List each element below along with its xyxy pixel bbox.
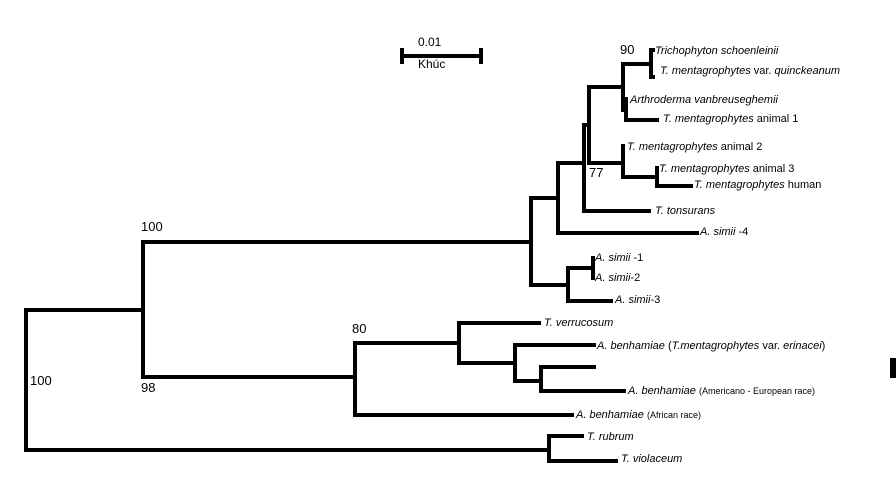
edge-marker bbox=[890, 358, 896, 378]
taxon-label: T. mentagrophytes human bbox=[694, 179, 821, 191]
taxon-label: T. mentagrophytes animal 2 bbox=[627, 141, 762, 153]
taxon-label: A. benhamiae (African race) bbox=[575, 409, 701, 421]
taxon-label: T. rubrum bbox=[587, 431, 634, 443]
taxon-label: A. benhamiae (Americano - European race) bbox=[627, 385, 815, 397]
bootstrap-verrucosum-group: 80 bbox=[352, 321, 366, 336]
scale-bar-label: Khúc bbox=[418, 57, 445, 71]
bootstrap-benhamiae-clade: 98 bbox=[141, 380, 155, 395]
tree-branches bbox=[24, 48, 699, 463]
bootstrap-main-clade: 100 bbox=[141, 219, 163, 234]
taxon-label: T. mentagrophytes animal 3 bbox=[659, 163, 794, 175]
scale-bar-value: 0.01 bbox=[418, 35, 442, 49]
taxon-label: Trichophyton schoenleinii bbox=[655, 45, 779, 57]
taxon-label: A. simii -4 bbox=[699, 226, 748, 238]
taxon-label: T. mentagrophytes var. quinckeanum bbox=[660, 65, 840, 77]
taxon-label: A. benhamiae (T.mentagrophytes var. erin… bbox=[596, 340, 825, 352]
taxon-label: T. verrucosum bbox=[544, 317, 613, 329]
taxon-label: Arthroderma vanbreuseghemii bbox=[629, 94, 779, 106]
taxon-label: A. simii -1 bbox=[594, 252, 643, 264]
scale-bar: 0.01 Khúc bbox=[400, 35, 483, 71]
taxon-label: T. mentagrophytes animal 1 bbox=[663, 113, 798, 125]
taxon-labels: Trichophyton schoenleinii T. mentagrophy… bbox=[544, 45, 840, 465]
bootstrap-root: 100 bbox=[30, 373, 52, 388]
taxon-label: T. violaceum bbox=[621, 453, 682, 465]
taxon-label: A. simii-3 bbox=[614, 294, 660, 306]
bootstrap-values: 100 100 98 80 77 90 bbox=[30, 42, 634, 395]
taxon-label: T. tonsurans bbox=[655, 205, 716, 217]
bootstrap-mentagrophytes-group: 77 bbox=[589, 165, 603, 180]
bootstrap-schoenleinii-pair: 90 bbox=[620, 42, 634, 57]
taxon-label: A. simii-2 bbox=[594, 272, 640, 284]
